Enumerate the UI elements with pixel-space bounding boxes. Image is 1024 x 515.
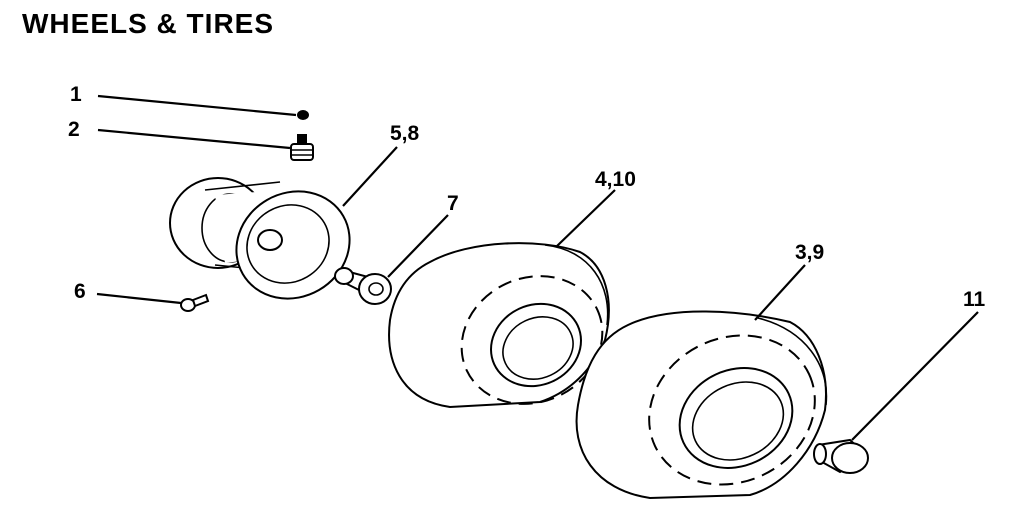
leader-line-5-8	[342, 146, 398, 207]
leader-line-7	[387, 214, 449, 278]
diagram-title: WHEELS & TIRES	[22, 8, 275, 39]
leader-line-11	[851, 311, 979, 441]
part-bolt	[180, 293, 210, 312]
leader-line-3-9	[754, 264, 806, 321]
callout-11: 11	[963, 288, 986, 311]
callout-7: 7	[447, 192, 459, 215]
callout-1: 1	[70, 83, 82, 106]
part-valve-stem	[290, 134, 314, 161]
leader-line-2	[97, 128, 291, 150]
leader-line-1	[97, 94, 297, 117]
callout-2: 2	[68, 118, 80, 141]
part-valve-cap	[297, 110, 309, 120]
part-wheel-rim	[169, 177, 351, 300]
callout-5-8: 5,8	[390, 122, 420, 145]
part-front-tire	[388, 242, 610, 409]
callout-labels: 1 2 5,8 7 4,10 3,9 6 11	[68, 83, 986, 311]
callout-3-9: 3,9	[795, 241, 824, 264]
part-hub-cap	[813, 438, 869, 474]
leader-line-6	[96, 292, 182, 305]
part-bushing	[334, 267, 392, 305]
leader-line-4-10	[556, 189, 616, 247]
leader-lines	[96, 94, 979, 441]
callout-4-10: 4,10	[595, 168, 636, 191]
callout-6: 6	[74, 280, 86, 303]
part-rear-tire	[575, 310, 828, 500]
